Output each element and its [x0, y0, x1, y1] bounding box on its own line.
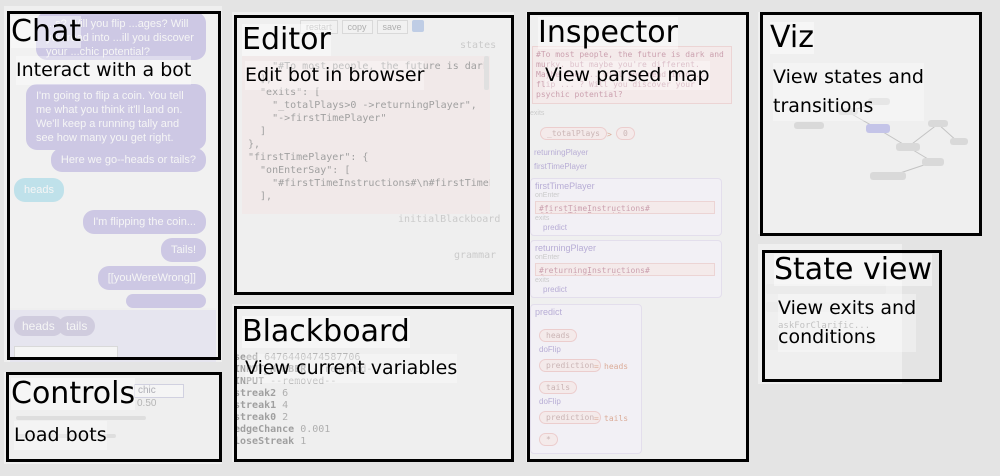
- choice-wildcard: *: [539, 433, 558, 446]
- blackboard-row: INPUT_NUMBER--removed--: [234, 364, 379, 375]
- on-enter-text: #firstTimeInstructions# #firstTimePrompt…: [535, 201, 715, 214]
- blackboard-title: Blackboard: [242, 314, 410, 349]
- inspector-subtitle: View parsed map: [545, 61, 710, 90]
- slider-value: 0.50: [137, 398, 157, 409]
- origin-say-text: #To most people, the future is dark and …: [532, 46, 732, 104]
- chat-message-user: heads: [14, 178, 64, 202]
- tab-states[interactable]: states: [460, 40, 497, 51]
- speed-slider[interactable]: [16, 416, 146, 420]
- action-do-flip[interactable]: doFlip: [539, 397, 561, 406]
- state-card-predict[interactable]: predict heads doFlip prediction = heads …: [530, 304, 642, 454]
- tab-grammar[interactable]: grammar: [454, 250, 497, 261]
- suggestion-chip-tails[interactable]: tails: [58, 316, 96, 336]
- suggestion-chip-heads[interactable]: heads: [14, 316, 63, 336]
- chat-message-list[interactable]: ...s? Will you flip ...ages? Will you re…: [10, 12, 216, 308]
- on-enter-label: onEnter: [535, 192, 560, 199]
- state-view-panel: askForClarific...: [758, 244, 902, 384]
- state-view-subtitle: View exits and conditions: [778, 294, 917, 352]
- controls-title: Controls: [11, 376, 136, 411]
- chat-input-area: heads tails: [10, 310, 216, 362]
- settings-icon[interactable]: [411, 20, 424, 32]
- volume-slider[interactable]: [16, 434, 116, 438]
- chat-message-bot: I'm going to flip a coin. You tell me wh…: [26, 84, 206, 150]
- blackboard-row: INPUT--removed--: [234, 376, 337, 387]
- inspector-panel: #To most people, the future is dark and …: [526, 12, 748, 462]
- chat-message-bot: ...s? Will you flip ...ages? Will you re…: [36, 12, 206, 60]
- blackboard-subtitle: View current variables: [245, 354, 458, 383]
- condition-variable: _totalPlays: [540, 127, 607, 140]
- state-card-returning-player[interactable]: returningPlayer onEnter #returningInstru…: [530, 240, 722, 298]
- condition-value: 0: [616, 127, 635, 140]
- state-view-title: State view: [774, 252, 933, 287]
- exit-fragment: askForClarific...: [778, 321, 871, 331]
- copy-button[interactable]: copy: [341, 20, 373, 34]
- on-enter-label: onEnter: [535, 254, 560, 261]
- choice-heads: heads: [539, 329, 578, 342]
- controls-panel: chic 0.50: [4, 372, 222, 464]
- exit-link-returning[interactable]: returningPlayer: [534, 148, 589, 157]
- chat-message-bot: I'm flipping the coin...: [83, 210, 206, 234]
- equals-operator: =: [594, 414, 599, 423]
- chat-message-bot: [126, 294, 206, 308]
- state-card-title: predict: [535, 307, 563, 317]
- state-card-title: returningPlayer: [535, 243, 597, 253]
- action-do-flip[interactable]: doFlip: [539, 345, 561, 354]
- editor-toolbar: restart copy save: [300, 20, 424, 34]
- prediction-variable: prediction: [539, 411, 602, 424]
- chat-message-bot: [[youWereWrong]]: [97, 266, 206, 290]
- inspector-title: Inspector: [538, 15, 678, 50]
- chat-panel: ...s? Will you flip ...ages? Will you re…: [4, 6, 222, 362]
- state-card-first-time-player[interactable]: firstTimePlayer onEnter #firstTimeInstru…: [530, 178, 722, 236]
- code-editor[interactable]: "#To most people, the future is dark a ]…: [242, 56, 490, 214]
- editor-panel: restart copy save states "#To most peopl…: [232, 12, 514, 294]
- tab-initial-blackboard[interactable]: initialBlackboard: [398, 214, 501, 225]
- viz-title: Viz: [770, 20, 814, 55]
- state-line: [766, 302, 862, 312]
- chat-title: Chat: [11, 14, 82, 49]
- equals-operator: =: [594, 362, 599, 371]
- exits-label: exits: [535, 277, 550, 284]
- save-button[interactable]: save: [376, 20, 408, 34]
- prediction-value-tails: tails: [604, 414, 629, 423]
- condition-operator: >: [607, 130, 612, 139]
- editor-subtitle: Edit bot in browser: [245, 61, 425, 90]
- choice-tails: tails: [539, 381, 578, 394]
- exit-link-predict[interactable]: predict: [543, 223, 568, 232]
- exits-label: exits: [535, 215, 550, 222]
- state-card-title: firstTimePlayer: [535, 181, 595, 191]
- editor-scrollbar[interactable]: [484, 56, 489, 90]
- chat-subtitle: Interact with a bot: [16, 56, 192, 85]
- bot-select[interactable]: chic: [134, 384, 184, 398]
- chat-text-input[interactable]: [14, 346, 118, 360]
- state-graph[interactable]: [758, 12, 980, 234]
- exit-link-predict[interactable]: predict: [543, 285, 568, 294]
- chat-message-bot: Tails!: [160, 238, 206, 262]
- exit-link-first[interactable]: firstTimePlayer: [534, 162, 588, 171]
- controls-subtitle: Load bots: [14, 421, 107, 450]
- exits-label: exits: [530, 110, 545, 117]
- prediction-variable: prediction: [539, 359, 602, 372]
- on-enter-text: #returningInstructions# #returningPrompt…: [535, 263, 715, 276]
- state-line: [766, 284, 886, 294]
- viz-subtitle: View states and transitions: [773, 63, 924, 121]
- viz-panel: [758, 12, 980, 234]
- restart-button[interactable]: restart: [300, 20, 338, 34]
- chat-message-bot: Here we go--heads or tails?: [50, 148, 206, 172]
- prediction-value-heads: heads: [604, 362, 629, 371]
- editor-title: Editor: [242, 22, 331, 57]
- state-line: [766, 340, 876, 350]
